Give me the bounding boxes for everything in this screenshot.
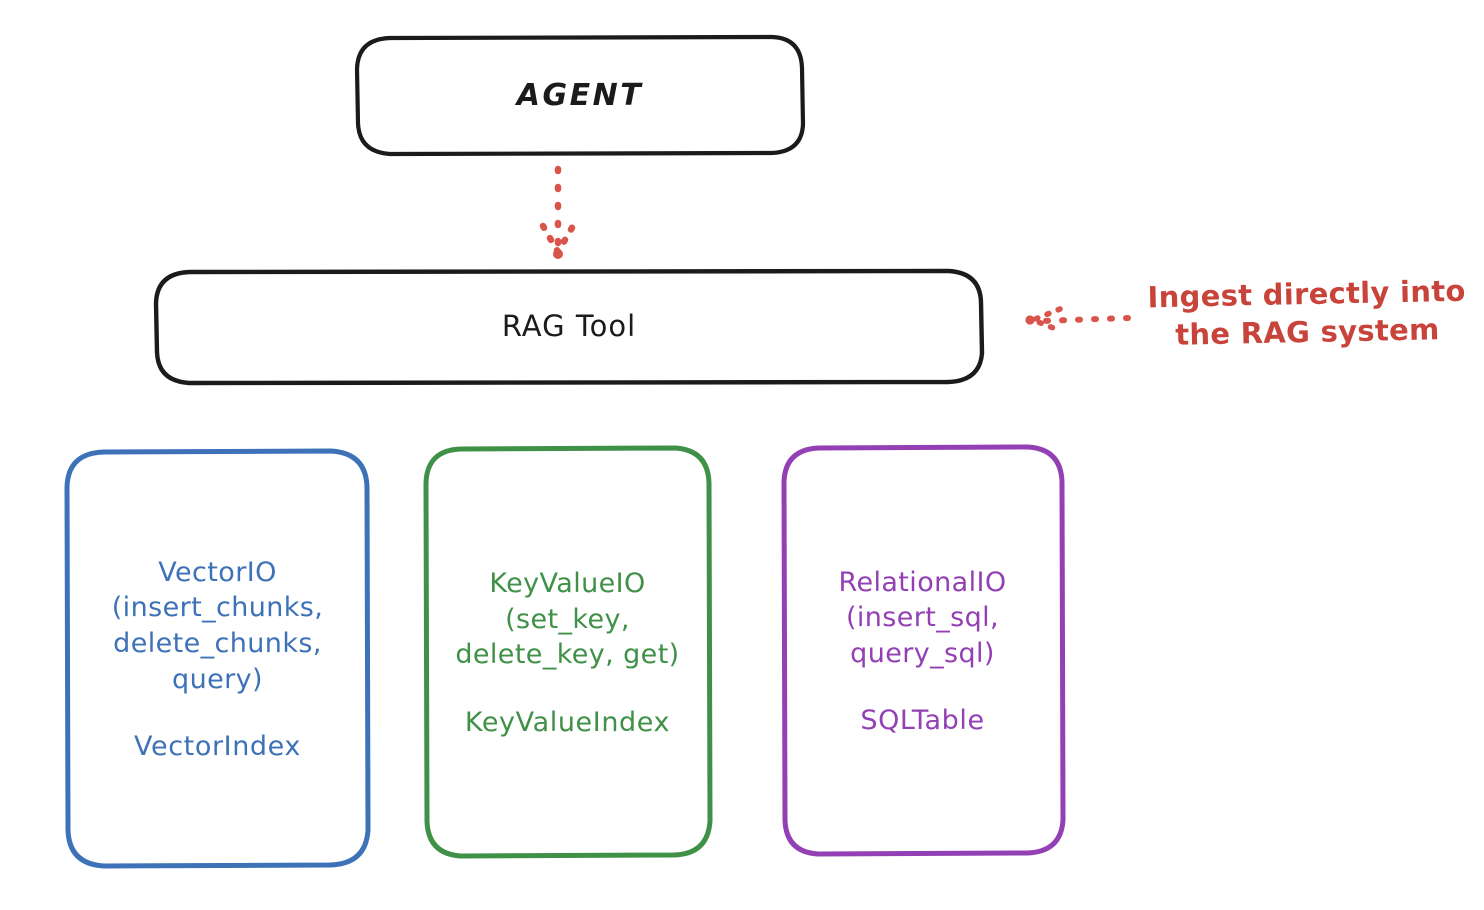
key-value-index-label: KeyValueIndex <box>464 706 671 738</box>
agent-box-outline <box>354 34 806 157</box>
rag-tool-node[interactable]: RAG Tool <box>155 270 983 384</box>
relational-io-label: RelationalIO (insert_sql, query_sql) <box>838 566 1007 669</box>
key-value-io-node[interactable]: KeyValueIO (set_key, delete_key, get) Ke… <box>425 447 710 857</box>
vector-io-box-outline <box>64 448 371 869</box>
rag-tool-box-outline <box>153 268 985 386</box>
ingest-annotation-line-2: the RAG system <box>1174 311 1440 352</box>
ingest-pointer-connector <box>1025 306 1131 334</box>
relational-io-box-outline <box>781 444 1066 857</box>
ingest-annotation-line-1: Ingest directly into <box>1147 273 1466 315</box>
ingest-annotation: Ingest directly into the RAG system <box>1141 273 1473 355</box>
agent-label: AGENT <box>516 78 644 113</box>
vector-io-node[interactable]: VectorIO (insert_chunks, delete_chunks, … <box>66 450 369 867</box>
agent-to-rag-tool-connector <box>539 165 577 259</box>
key-value-io-label: KeyValueIO (set_key, delete_key, get) <box>455 568 680 671</box>
agent-node[interactable]: AGENT <box>356 36 804 155</box>
rag-tool-label: RAG Tool <box>501 309 637 344</box>
key-value-io-box-outline <box>423 445 713 859</box>
vector-io-label: VectorIO (insert_chunks, delete_chunks, … <box>111 556 324 695</box>
sql-table-label: SQLTable <box>860 705 985 737</box>
relational-io-node[interactable]: RelationalIO (insert_sql, query_sql) SQL… <box>783 446 1062 855</box>
vector-index-label: VectorIndex <box>134 731 301 763</box>
